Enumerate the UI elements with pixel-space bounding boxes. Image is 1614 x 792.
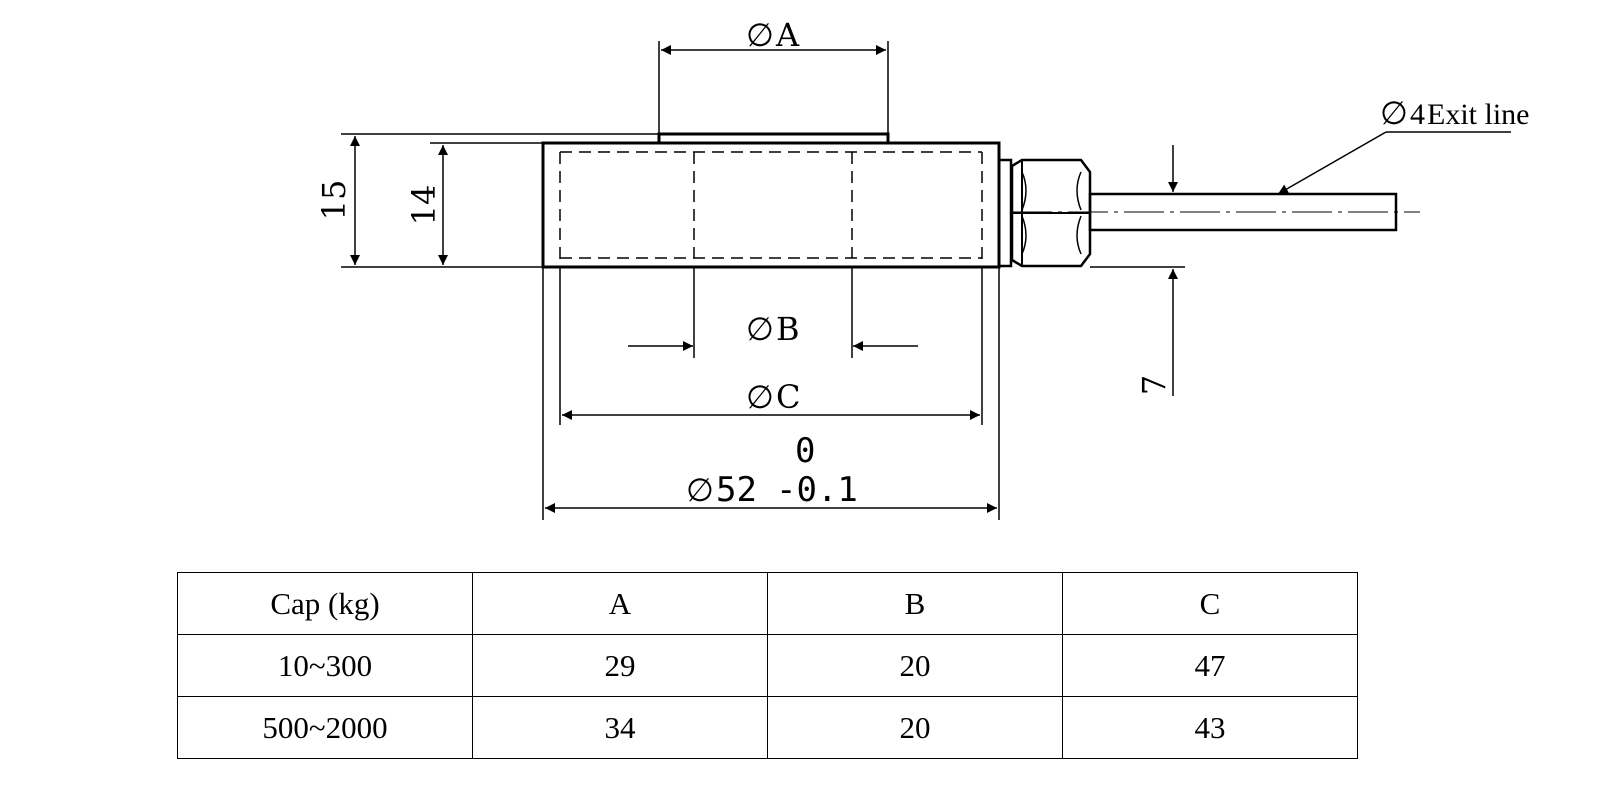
header-cap: Cap (kg) <box>177 572 473 635</box>
cell-B: 20 <box>767 634 1063 697</box>
exit-line-value: 4 <box>1410 98 1425 131</box>
exit-line-label: Exit line <box>1427 98 1529 131</box>
cell-A: 29 <box>472 634 768 697</box>
table-row: 500~2000 34 20 43 <box>177 696 1358 759</box>
cell-cap: 500~2000 <box>177 696 473 759</box>
cell-cap: 10~300 <box>177 634 473 697</box>
dimension-14 <box>430 142 543 265</box>
tolerance-lower: -0.1 <box>776 470 858 510</box>
dimension-15 <box>341 133 659 268</box>
capacity-spec-table: Cap (kg) A B C 10~300 29 20 47 500~2000 … <box>177 572 1358 759</box>
header-C: C <box>1062 572 1358 635</box>
dimension-7 <box>1090 145 1185 396</box>
exit-cable <box>1012 192 1420 232</box>
diameter-B-symbol: ∅ <box>746 310 774 348</box>
table-row: 10~300 29 20 47 <box>177 634 1358 697</box>
sensor-body <box>541 132 1001 269</box>
exit-line-leader <box>1277 131 1511 195</box>
dimension-A-label: A <box>775 16 800 54</box>
dimension-A <box>658 41 889 134</box>
cell-B: 20 <box>767 696 1063 759</box>
cell-C: 47 <box>1062 634 1358 697</box>
diameter-4-symbol: ∅ <box>1380 94 1408 132</box>
dimension-B-label: B <box>776 310 800 348</box>
dimension-C <box>559 267 983 425</box>
header-B: B <box>767 572 1063 635</box>
dimension-7-label: 7 <box>1135 375 1173 395</box>
diameter-A-symbol: ∅ <box>746 16 774 54</box>
tolerance-upper: 0 <box>795 431 815 471</box>
diameter-52-symbol: ∅ <box>686 471 714 509</box>
diameter-C-symbol: ∅ <box>746 378 774 416</box>
table-header-row: Cap (kg) A B C <box>177 572 1358 635</box>
dimension-C-label: C <box>776 378 800 416</box>
cable-gland <box>997 158 1092 268</box>
cell-A: 34 <box>472 696 768 759</box>
dimension-15-label: 15 <box>315 180 353 221</box>
dimension-14-label: 14 <box>405 185 443 226</box>
dimension-B <box>628 267 918 358</box>
cell-C: 43 <box>1062 696 1358 759</box>
dimension-52-label: 52 <box>716 470 757 510</box>
dimension-52 <box>542 267 1000 520</box>
header-A: A <box>472 572 768 635</box>
